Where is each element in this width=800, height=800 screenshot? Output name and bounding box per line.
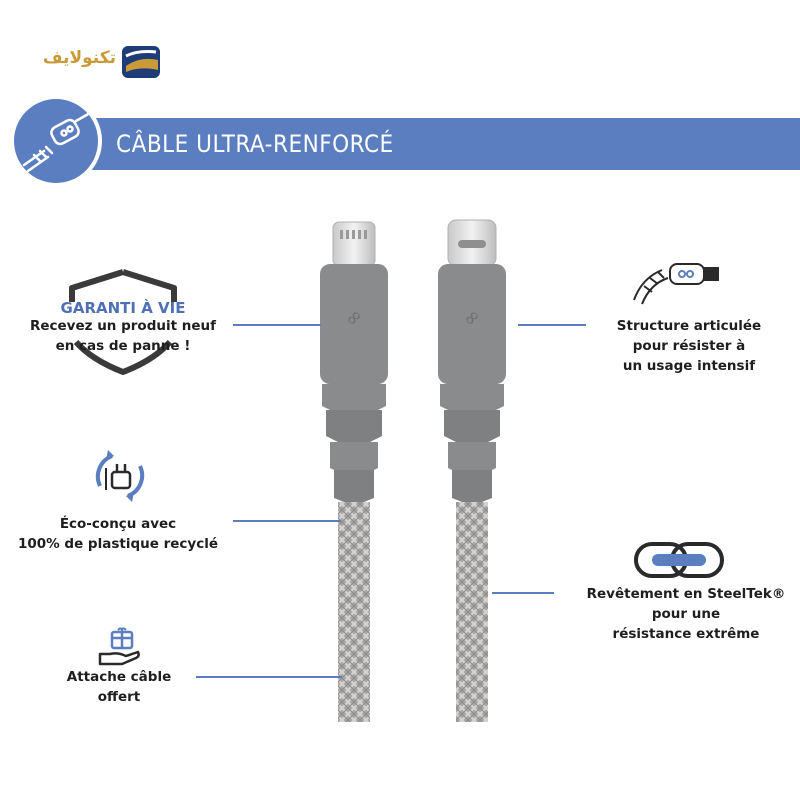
recycle-charger-icon xyxy=(95,450,145,502)
title-banner: CÂBLE ULTRA-RENFORCÉ xyxy=(58,118,800,170)
brand-logo: تکنولایف xyxy=(34,42,162,82)
lightning-connector: ∞ xyxy=(320,221,388,722)
product-cables: ∞ ∞ xyxy=(320,219,506,722)
articulated-cable-icon xyxy=(633,263,719,305)
braided-cable-icon xyxy=(10,95,102,187)
leader-line-attache xyxy=(196,676,342,678)
brand-logo-mark xyxy=(122,46,160,78)
gift-hand-icon xyxy=(98,627,140,666)
steeltek-text: Revêtement en SteelTek® pour une résista… xyxy=(586,586,786,642)
guarantee-text: Recevez un produit neuf en cas de panne … xyxy=(29,318,217,354)
chain-link-icon xyxy=(634,542,724,578)
leader-line-steeltek xyxy=(492,592,554,594)
shield-icon xyxy=(69,269,177,375)
attache-text: Attache câble offert xyxy=(66,669,172,705)
structure-text: Structure articulée pour résister à un u… xyxy=(616,318,762,374)
leader-line-eco xyxy=(233,520,341,522)
leader-line-guarantee xyxy=(233,324,321,326)
leader-line-structure xyxy=(518,324,586,326)
guarantee-title: GARANTI À VIE xyxy=(60,299,186,317)
eco-text: Éco-conçu avec 100% de plastique recyclé xyxy=(18,516,218,552)
banner-title: CÂBLE ULTRA-RENFORCÉ xyxy=(116,130,394,158)
brand-logo-text: تکنولایف xyxy=(42,48,116,68)
usb-c-connector: ∞ xyxy=(438,219,506,722)
